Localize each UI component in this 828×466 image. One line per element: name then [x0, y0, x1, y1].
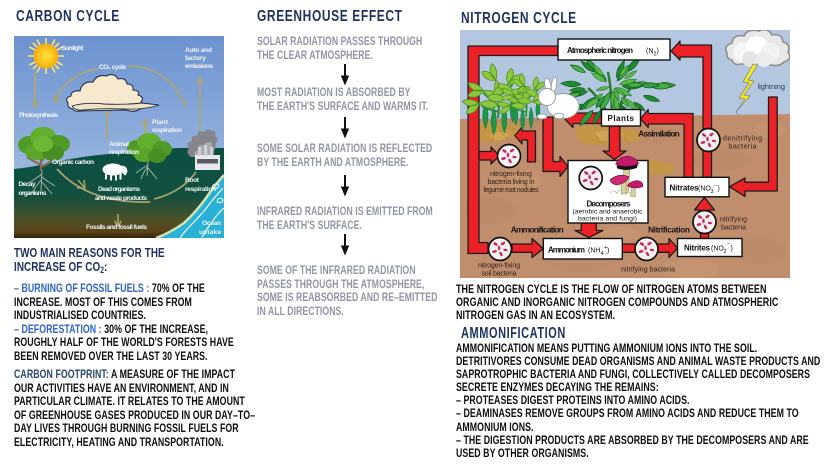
- svg-text:Plants: Plants: [608, 114, 635, 123]
- svg-text:Dead organisms: Dead organisms: [98, 186, 140, 193]
- svg-text:Ammonium: Ammonium: [548, 246, 585, 255]
- svg-text:bacteria: bacteria: [729, 144, 757, 151]
- svg-text:Plant: Plant: [152, 119, 169, 126]
- svg-text:Auto and: Auto and: [185, 47, 212, 54]
- svg-text:(NO: (NO: [698, 186, 711, 193]
- svg-text:uptake: uptake: [199, 229, 221, 236]
- svg-text:Assimilation: Assimilation: [638, 129, 680, 139]
- svg-text:Decomposers: Decomposers: [587, 200, 632, 209]
- svg-text:): ): [607, 248, 609, 255]
- svg-text:nitrifying: nitrifying: [720, 217, 747, 224]
- svg-text:emissions: emissions: [185, 63, 213, 70]
- svg-text:organisms: organisms: [19, 190, 47, 197]
- svg-text:lightning: lightning: [758, 84, 786, 91]
- svg-text:(N: (N: [646, 48, 653, 55]
- svg-text:respiration: respiration: [152, 127, 182, 134]
- svg-text:Sunlight: Sunlight: [62, 45, 85, 52]
- svg-text:): ): [657, 48, 659, 55]
- svg-text:+: +: [604, 245, 607, 251]
- svg-text:bacteria and fungi): bacteria and fungi): [578, 216, 637, 223]
- svg-text:4: 4: [601, 251, 604, 257]
- svg-text:Nitrification: Nitrification: [648, 225, 690, 235]
- svg-text:(aerobic and anaerobic: (aerobic and anaerobic: [573, 209, 644, 216]
- svg-text:denitrifying: denitrifying: [723, 136, 762, 143]
- svg-text:respiration: respiration: [185, 186, 216, 193]
- svg-text:Root: Root: [185, 177, 200, 184]
- svg-text:and waste products: and waste products: [95, 195, 147, 202]
- svg-text:CO₂ cycle: CO₂ cycle: [99, 64, 126, 71]
- svg-text:bacteria living in: bacteria living in: [488, 179, 535, 186]
- svg-text:2: 2: [654, 52, 657, 58]
- svg-text:): ): [718, 186, 720, 193]
- svg-text:Atmospheric nitrogen: Atmospheric nitrogen: [567, 46, 633, 55]
- svg-text:2: 2: [724, 249, 727, 255]
- svg-text:Organic carbon: Organic carbon: [52, 159, 94, 166]
- svg-text:Fossils and fossil fuels: Fossils and fossil fuels: [86, 224, 147, 231]
- svg-text:Nitrites: Nitrites: [684, 244, 711, 253]
- svg-text:(NH: (NH: [588, 248, 600, 255]
- svg-text:Nitrates: Nitrates: [670, 184, 700, 193]
- svg-text:nitrifying bacteria: nitrifying bacteria: [621, 267, 675, 274]
- svg-text:bacteria: bacteria: [721, 225, 746, 232]
- svg-text:nitrogen-fixing: nitrogen-fixing: [478, 263, 520, 270]
- svg-text:−: −: [727, 241, 730, 247]
- svg-text:respiration: respiration: [109, 149, 139, 156]
- svg-text:Ammonification: Ammonification: [511, 225, 564, 235]
- svg-text:Ocean: Ocean: [202, 220, 221, 227]
- svg-text:Photosynthesis: Photosynthesis: [19, 112, 58, 119]
- svg-text:Decay: Decay: [19, 181, 36, 188]
- svg-text:soil bacteria: soil bacteria: [482, 271, 517, 278]
- svg-text:nitrogen-fixing: nitrogen-fixing: [490, 171, 532, 178]
- svg-text:Animal: Animal: [109, 141, 129, 148]
- svg-text:(NO: (NO: [711, 246, 724, 253]
- svg-text:legume root nodules: legume root nodules: [484, 187, 540, 194]
- svg-text:−: −: [714, 183, 717, 189]
- svg-text:3: 3: [711, 189, 714, 195]
- svg-text:): ): [731, 246, 733, 253]
- svg-text:factory: factory: [185, 55, 206, 62]
